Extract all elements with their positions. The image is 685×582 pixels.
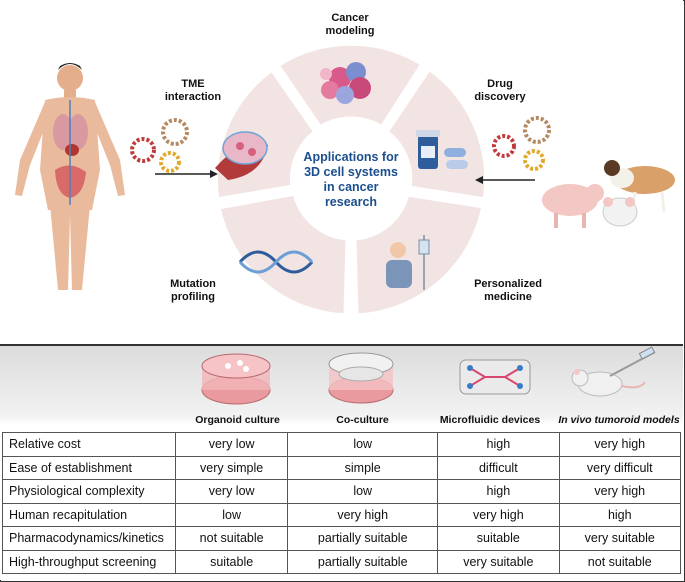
- row-label: Relative cost: [2, 432, 176, 457]
- table-cell: partially suitable: [287, 526, 439, 551]
- table-cell: suitable: [174, 549, 289, 574]
- column-header: In vivo tumoroid models: [558, 414, 680, 426]
- center-title-line: Applications for: [303, 150, 399, 164]
- column-header: Microfluidic devices: [439, 414, 541, 426]
- column-header: Organoid culture: [195, 414, 280, 426]
- organoid-icons-right: [492, 116, 551, 171]
- table-cell: not suitable: [174, 526, 289, 551]
- table-cell: very high: [558, 432, 682, 457]
- mouse-syringe-icon: [571, 346, 656, 397]
- row-label: High-throughput screening: [2, 549, 176, 574]
- table-cell: suitable: [437, 526, 560, 551]
- co-culture-insert-icon: [328, 352, 394, 404]
- model-icons: [201, 346, 656, 405]
- table-cell: very high: [287, 502, 439, 527]
- tumor-cluster-icon: [320, 62, 371, 104]
- column-header: Co-culture: [336, 414, 389, 426]
- center-title-line: 3D cell systems: [304, 165, 398, 179]
- table-cell: low: [287, 432, 439, 457]
- table-cell: very simple: [174, 455, 289, 480]
- center-title-line: in cancer: [323, 180, 379, 194]
- microfluidic-chip-icon: [459, 359, 531, 395]
- row-label: Physiological complexity: [2, 479, 176, 504]
- table-cell: low: [174, 502, 289, 527]
- table-cell: not suitable: [558, 549, 682, 574]
- applications-panel: Applications for 3D cell systems in canc…: [15, 12, 675, 319]
- table-cell: very low: [174, 432, 289, 457]
- table-cell: low: [287, 479, 439, 504]
- organoid-icons-left: [130, 118, 189, 173]
- patient-iv-icon: [386, 235, 430, 290]
- row-label: Ease of establishment: [2, 455, 176, 480]
- table-cell: high: [437, 432, 560, 457]
- blood-vessel-icon: [215, 131, 268, 180]
- table-cell: high: [558, 502, 682, 527]
- table-cell: very difficult: [558, 455, 682, 480]
- segment-personalized-medicine: [351, 191, 487, 319]
- table-cell: high: [437, 479, 560, 504]
- applications-wheel: [15, 43, 675, 319]
- table-cell: very suitable: [437, 549, 560, 574]
- organoid-dish-icon: [201, 353, 271, 405]
- table-cell: very low: [174, 479, 289, 504]
- pill-bottle-icon: [416, 130, 468, 169]
- center-title-line: research: [324, 195, 378, 209]
- dna-icon: [238, 250, 314, 274]
- table-cell: very high: [437, 502, 560, 527]
- row-label: Human recapitulation: [2, 502, 176, 527]
- center-title: Applications for 3D cell systems in canc…: [291, 150, 411, 210]
- panel-divider: [0, 344, 683, 346]
- table-cell: simple: [287, 455, 439, 480]
- table-cell: very high: [558, 479, 682, 504]
- row-label: Pharmacodynamics/kinetics: [2, 526, 176, 551]
- table-cell: difficult: [437, 455, 560, 480]
- table-cell: very suitable: [558, 526, 682, 551]
- animal-models-icon: [542, 160, 675, 228]
- human-body-icon: [15, 63, 125, 290]
- table-cell: partially suitable: [287, 549, 439, 574]
